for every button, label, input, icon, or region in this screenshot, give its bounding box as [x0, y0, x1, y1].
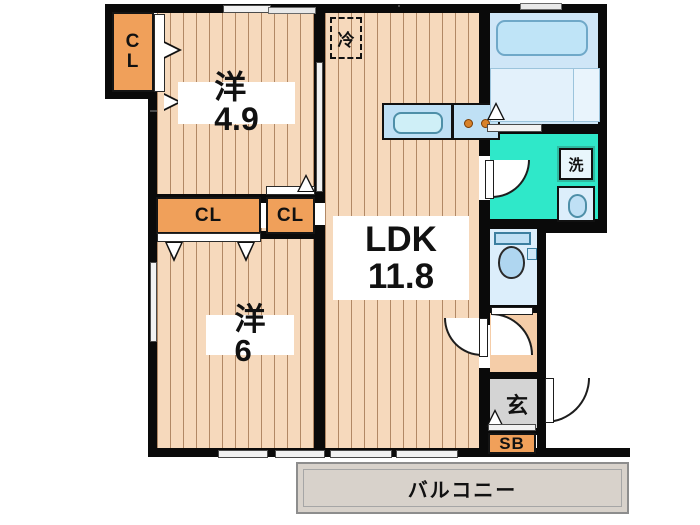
kitchen-sink-unit [382, 103, 453, 140]
balcony-sliding-door-2[interactable] [275, 450, 325, 458]
room-north-name: 洋 [214, 69, 247, 105]
closet-left-label: CL [194, 204, 223, 226]
balcony-sliding-door-1[interactable] [218, 450, 268, 458]
window-ldk-left[interactable] [316, 62, 323, 192]
window-ldk-top[interactable] [398, 5, 400, 7]
balcony: バルコニー [296, 462, 629, 514]
wash-basin [557, 186, 595, 222]
room-north-floor [157, 11, 314, 201]
partition-ldk-hall [479, 368, 490, 457]
ldk-size: 11.8 [367, 257, 435, 296]
closet-label-line1: C [125, 31, 141, 53]
washroom-door-leaf[interactable] [485, 160, 494, 199]
exterior-wall-right [598, 4, 607, 232]
closet-north-bedroom[interactable]: C L [112, 12, 154, 92]
closet-label-line2: L [126, 51, 140, 72]
toilet-tank [494, 232, 531, 245]
partition-washroom-toilet [479, 219, 607, 229]
washing-machine-label-box: 洗 [559, 148, 593, 180]
shoe-box[interactable]: SB [488, 433, 536, 454]
bathroom-dry-area [490, 68, 583, 122]
room-south-name: 洋 [234, 302, 266, 337]
washing-machine-pan: 洗 [557, 146, 595, 182]
window-south-bedroom-left[interactable] [150, 262, 157, 342]
exterior-wall-top-left [105, 4, 325, 13]
balcony-label: バルコニー [407, 479, 518, 502]
ldk-hall-door-leaf[interactable] [479, 318, 488, 357]
balcony-inner-edge [303, 469, 622, 507]
bathroom-side-panel [573, 68, 600, 122]
entrance-label-text: 玄 [505, 393, 528, 418]
toilet-bowl [498, 246, 525, 279]
bathtub [496, 20, 588, 56]
refrigerator-icon: 冷 [330, 17, 362, 59]
shoe-box-top-panel [488, 424, 536, 431]
stove-burner-1 [464, 119, 473, 128]
toilet-door-leaf[interactable] [491, 307, 533, 315]
room-north-size: 4.9 [214, 101, 259, 137]
exterior-wall-top-mid [325, 4, 483, 13]
partition-bedrooms-ldk-lower [314, 225, 325, 457]
sink-bowl [393, 112, 443, 134]
exterior-wall-left-upper [105, 4, 114, 99]
ldk-label: LDK 11.8 [333, 216, 469, 300]
closet-south-bedroom-right[interactable]: CL [266, 197, 315, 234]
partition-ldk-wetarea [479, 4, 490, 156]
shoe-box-label: SB [499, 433, 525, 453]
front-door-leaf[interactable] [545, 378, 554, 423]
exterior-wall-right-lower [537, 224, 546, 457]
closet-south-bedroom-left[interactable]: CL [156, 197, 261, 234]
refrigerator-label: 冷 [337, 30, 355, 50]
stove-burner-2 [481, 119, 490, 128]
window-north-bedroom-2[interactable] [268, 7, 316, 14]
entrance-label: 玄 [492, 382, 542, 426]
wall-under-top-closet [105, 90, 157, 99]
closet-left-door-panel[interactable] [157, 233, 261, 242]
partition-hall-entrance [479, 372, 545, 379]
balcony-sliding-door-4[interactable] [396, 450, 458, 458]
balcony-sliding-door-3[interactable] [330, 450, 392, 458]
toilet-lever [527, 248, 537, 260]
wall-above-shoebox [479, 428, 545, 435]
washing-machine-label: 洗 [568, 156, 584, 174]
wash-basin-bowl [568, 194, 587, 218]
window-north-bedroom[interactable] [223, 5, 271, 13]
window-north-bedroom-left[interactable] [150, 110, 157, 112]
bathroom-window[interactable] [520, 3, 562, 10]
bathroom-door-panel[interactable] [487, 124, 542, 132]
room-south-size: 6 [234, 333, 252, 368]
partition-ldk-wetarea-2 [479, 200, 490, 325]
closet-right-label: CL [276, 204, 305, 226]
partition-bath-washroom [479, 124, 607, 134]
ldk-name: LDK [365, 220, 437, 259]
